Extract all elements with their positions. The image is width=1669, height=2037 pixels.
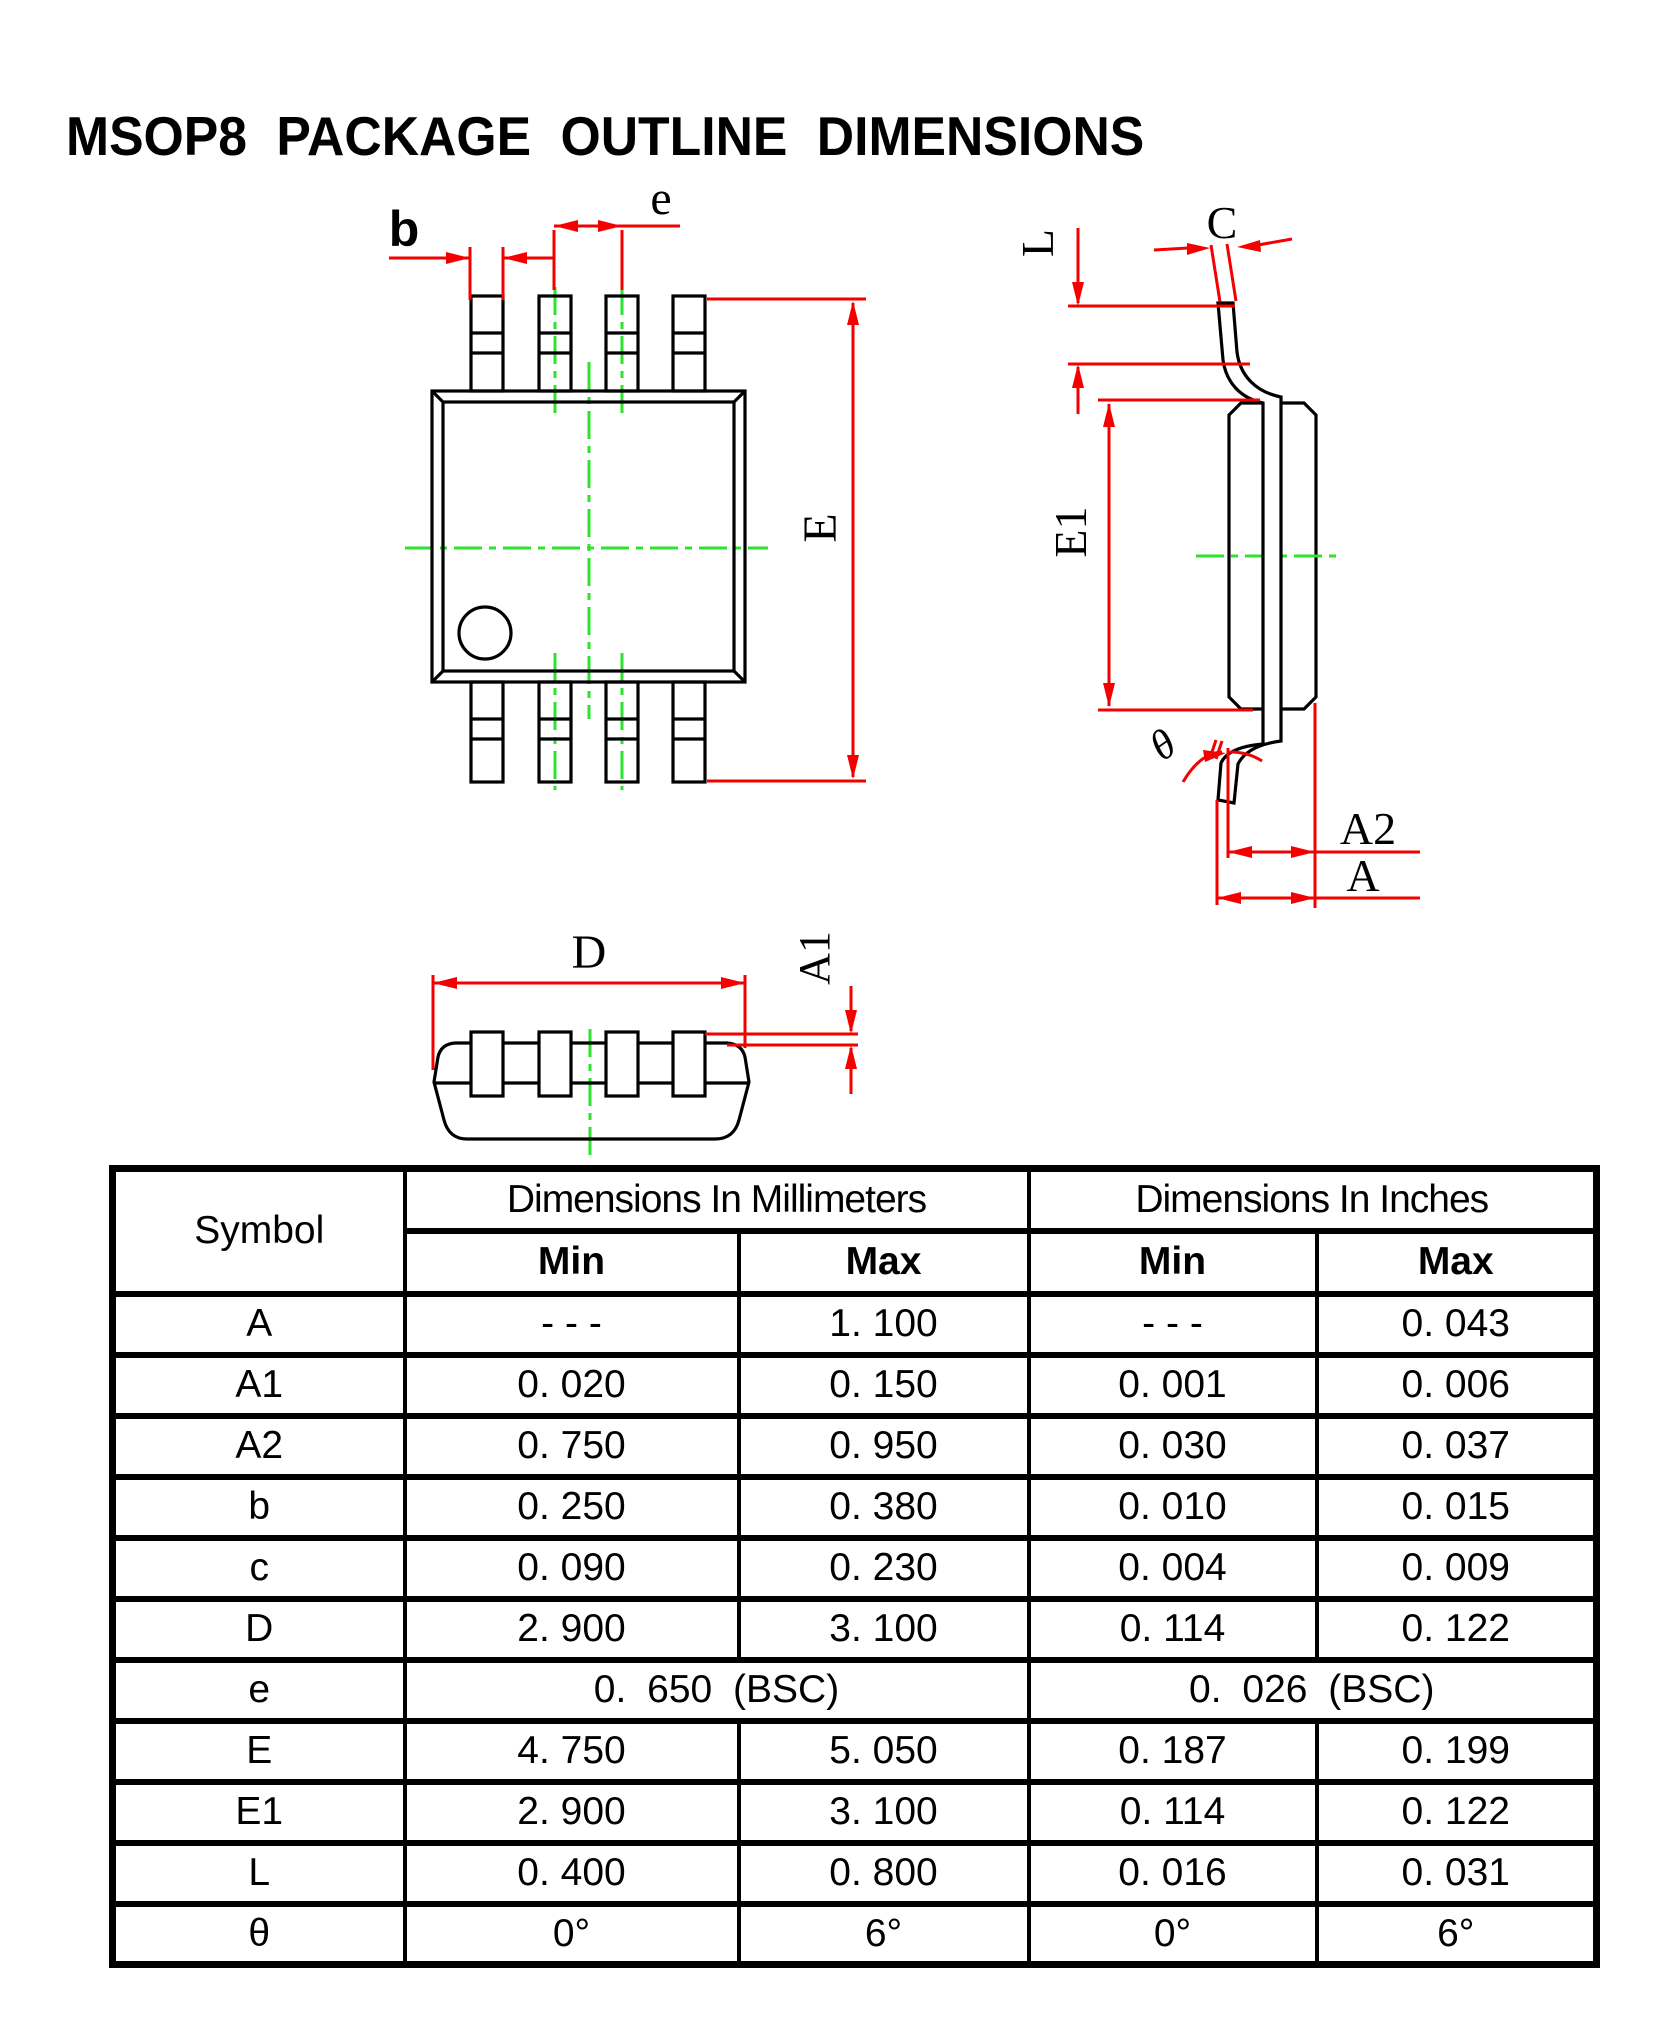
table-cell: 0. 043	[1314, 1290, 1599, 1358]
table-cell: 0. 122	[1314, 1778, 1599, 1846]
top-view: b e E	[389, 172, 866, 790]
mm-max-header: Max	[736, 1227, 1031, 1297]
table-cell: 6°	[736, 1900, 1031, 1968]
table-cell: 0. 026 (BSC)	[1026, 1656, 1599, 1724]
table-cell: 2. 900	[402, 1595, 741, 1663]
table-cell: 1. 100	[736, 1290, 1031, 1358]
table-cell: 0. 010	[1026, 1473, 1319, 1541]
dimensions-table: Symbol Dimensions In Millimeters Dimensi…	[109, 1165, 1600, 1968]
table-cell: 0. 090	[402, 1534, 741, 1602]
inches-header: Dimensions In Inches	[1026, 1165, 1599, 1234]
table-cell: 0. 016	[1026, 1839, 1319, 1907]
table-cell: 0. 114	[1026, 1778, 1319, 1846]
dimension-lines	[1068, 228, 1420, 908]
symbol-cell: E1	[110, 1778, 407, 1846]
table-cell: 3. 100	[736, 1595, 1031, 1663]
dim-label-L: L	[1012, 229, 1063, 257]
table-row-E1: E1 2. 900 3. 100 0. 114 0. 122	[110, 1778, 1599, 1846]
table-cell: 0. 114	[1026, 1595, 1319, 1663]
table-row-e: e 0. 650 (BSC) 0. 026 (BSC)	[110, 1656, 1599, 1724]
table-cell: 0. 031	[1314, 1839, 1599, 1907]
table-row-A2: A2 0. 750 0. 950 0. 030 0. 037	[110, 1412, 1599, 1480]
dim-label-D: D	[572, 926, 607, 979]
table-cell: 0. 001	[1026, 1351, 1319, 1419]
gull-wing-lead	[1216, 301, 1283, 805]
arrowheads	[446, 220, 859, 779]
dim-label-E: E	[794, 513, 847, 542]
symbol-cell: D	[110, 1595, 407, 1663]
symbol-cell: θ	[110, 1900, 407, 1968]
table-row-b: b 0. 250 0. 380 0. 010 0. 015	[110, 1473, 1599, 1541]
in-min-header: Min	[1026, 1227, 1319, 1297]
table-cell: - - -	[1026, 1290, 1319, 1358]
table-cell: 0. 650 (BSC)	[402, 1656, 1031, 1724]
table-row-D: D 2. 900 3. 100 0. 114 0. 122	[110, 1595, 1599, 1663]
dim-label-A2: A2	[1340, 803, 1396, 854]
table-cell: 0. 020	[402, 1351, 741, 1419]
page-title: MSOP8 PACKAGE OUTLINE DIMENSIONS	[66, 105, 1145, 167]
front-view-leads	[469, 1030, 707, 1098]
table-cell: 0. 187	[1026, 1717, 1319, 1785]
table-cell: 2. 900	[402, 1778, 741, 1846]
table-cell: 0. 150	[736, 1351, 1031, 1419]
mm-min-header: Min	[402, 1227, 741, 1297]
table-cell: - - -	[402, 1290, 741, 1358]
symbol-cell: E	[110, 1717, 407, 1785]
table-cell: 4. 750	[402, 1717, 741, 1785]
front-view: D A1	[431, 926, 858, 1159]
pin1-indicator	[457, 605, 513, 661]
table-cell: 0. 122	[1314, 1595, 1599, 1663]
table-cell: 0. 230	[736, 1534, 1031, 1602]
symbol-cell: A1	[110, 1351, 407, 1419]
table-row-c: c 0. 090 0. 230 0. 004 0. 009	[110, 1534, 1599, 1602]
table-cell: 0. 006	[1314, 1351, 1599, 1419]
table-cell: 0°	[1026, 1900, 1319, 1968]
table-cell: 0. 199	[1314, 1717, 1599, 1785]
table-cell: 0. 750	[402, 1412, 741, 1480]
symbol-cell: c	[110, 1534, 407, 1602]
symbol-cell: A	[110, 1290, 407, 1358]
mm-header: Dimensions In Millimeters	[402, 1165, 1031, 1234]
table-cell: 0. 250	[402, 1473, 741, 1541]
dimension-lines	[389, 224, 866, 783]
symbol-cell: e	[110, 1656, 407, 1724]
table-cell: 0. 400	[402, 1839, 741, 1907]
dimension-lines	[431, 975, 858, 1094]
arrowheads	[433, 977, 857, 1069]
table-row-theta: θ 0° 6° 0° 6°	[110, 1900, 1599, 1968]
table-cell: 5. 050	[736, 1717, 1031, 1785]
side-view: L C E1 θ A2 A	[1012, 197, 1420, 908]
dim-label-A: A	[1346, 850, 1379, 901]
table-cell: 0. 800	[736, 1839, 1031, 1907]
table-row-A: A - - - 1. 100 - - - 0. 043	[110, 1290, 1599, 1358]
table-cell: 3. 100	[736, 1778, 1031, 1846]
dim-label-e: e	[650, 172, 671, 225]
table-row-A1: A1 0. 020 0. 150 0. 001 0. 006	[110, 1351, 1599, 1419]
table-cell: 0°	[402, 1900, 741, 1968]
dim-label-E1: E1	[1045, 506, 1096, 557]
arrowheads	[1072, 240, 1315, 904]
dim-label-theta: θ	[1142, 721, 1185, 771]
package-body-top-view	[430, 294, 747, 784]
table-row-L: L 0. 400 0. 800 0. 016 0. 031	[110, 1839, 1599, 1907]
table-cell: 0. 380	[736, 1473, 1031, 1541]
centerlines	[405, 287, 768, 790]
dim-label-b: b	[389, 201, 420, 257]
symbol-header: Symbol	[110, 1165, 407, 1297]
symbol-cell: b	[110, 1473, 407, 1541]
table-row-E: E 4. 750 5. 050 0. 187 0. 199	[110, 1717, 1599, 1785]
package-outline-drawing: b e E	[389, 172, 1420, 1159]
table-cell: 0. 009	[1314, 1534, 1599, 1602]
table-cell: 0. 950	[736, 1412, 1031, 1480]
table-cell: 0. 004	[1026, 1534, 1319, 1602]
dim-label-C: C	[1207, 197, 1238, 248]
table-cell: 0. 037	[1314, 1412, 1599, 1480]
symbol-cell: L	[110, 1839, 407, 1907]
table-cell: 0. 030	[1026, 1412, 1319, 1480]
table-cell: 6°	[1314, 1900, 1599, 1968]
symbol-cell: A2	[110, 1412, 407, 1480]
dim-label-A1: A1	[790, 931, 839, 985]
in-max-header: Max	[1314, 1227, 1599, 1297]
table-cell: 0. 015	[1314, 1473, 1599, 1541]
